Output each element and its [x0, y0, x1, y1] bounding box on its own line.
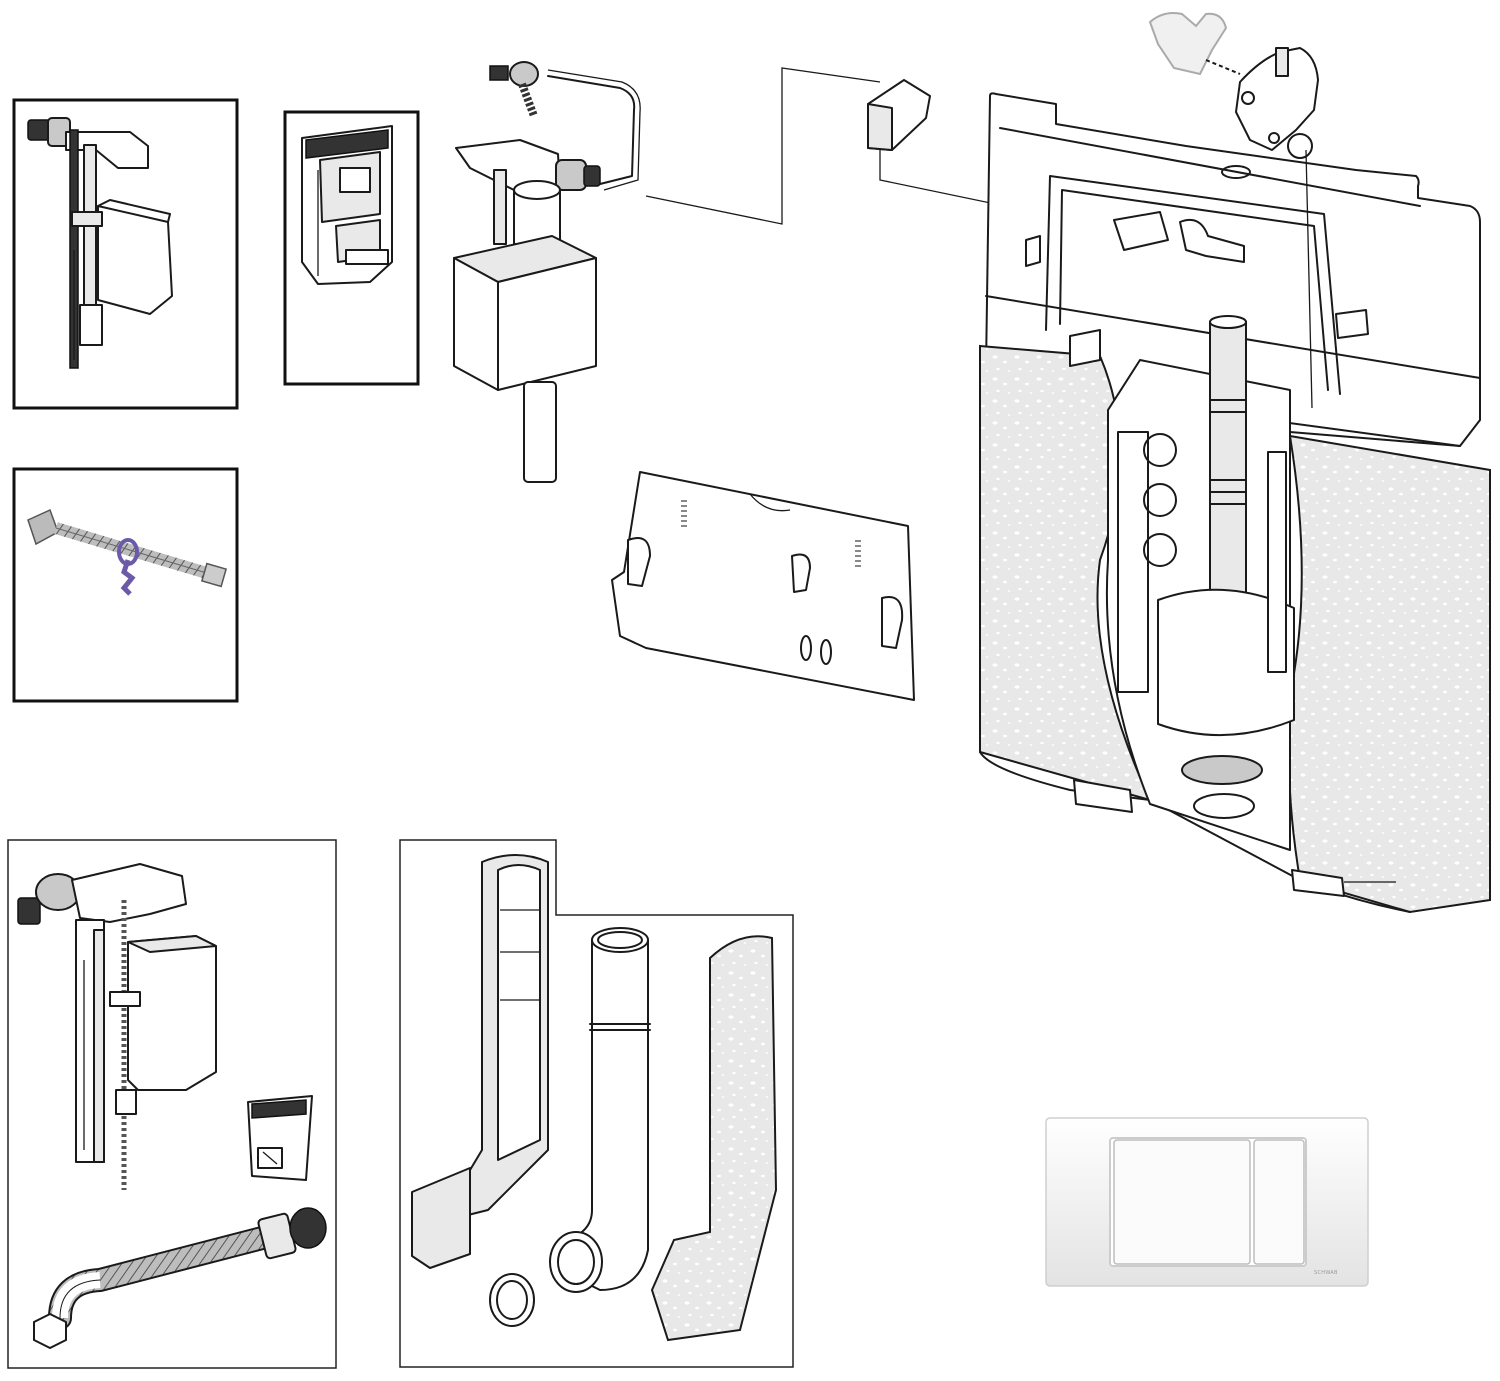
full-flush-button[interactable] [1113, 1139, 1251, 1265]
actuator-lever-icon [1113, 211, 1245, 263]
fill-valve-large-icon [17, 863, 217, 1190]
inset-hose [12, 467, 239, 703]
flush-valve-assembly [453, 61, 641, 483]
braided-hose-large-icon [33, 1207, 327, 1349]
angle-valve-icon [489, 61, 539, 118]
fill-valve-icon [27, 117, 173, 369]
concealed-cistern [979, 92, 1491, 914]
actuation-lever-bracket-icon [1235, 47, 1319, 409]
flush-plate [1045, 1117, 1369, 1287]
leader-line [645, 67, 881, 225]
seal-ring-icon [489, 1273, 535, 1327]
flush-plate-brand-mark: SCHWAB [1314, 1270, 1338, 1276]
connector-bracket-icon [1148, 12, 1228, 76]
inset-fill-valve [12, 98, 239, 410]
half-flush-button[interactable] [1253, 1139, 1305, 1265]
overflow-pipe-rings-icon [1209, 399, 1247, 505]
pipe-insulation-cutaway-icon [411, 854, 549, 1269]
inset-valve-kit [7, 839, 337, 1369]
braided-hose-icon [27, 508, 228, 596]
float-box-icon [453, 235, 597, 483]
insulation-sleeve-icon [650, 935, 778, 1342]
inset-drain-pipes [399, 839, 794, 1368]
cistern-frame-icon [1025, 175, 1369, 395]
mounting-clip-icon [301, 125, 393, 285]
cistern-interior-icon [1105, 315, 1295, 851]
actuator-bracket-icon [867, 79, 931, 151]
clip-small-icon [247, 1095, 313, 1181]
feet-icon [1073, 779, 1345, 897]
drain-elbow-pipe-icon [549, 927, 651, 1293]
valve-body-icon [455, 139, 601, 245]
inset-clip [283, 110, 420, 386]
mounting-plate-icon [611, 471, 915, 701]
